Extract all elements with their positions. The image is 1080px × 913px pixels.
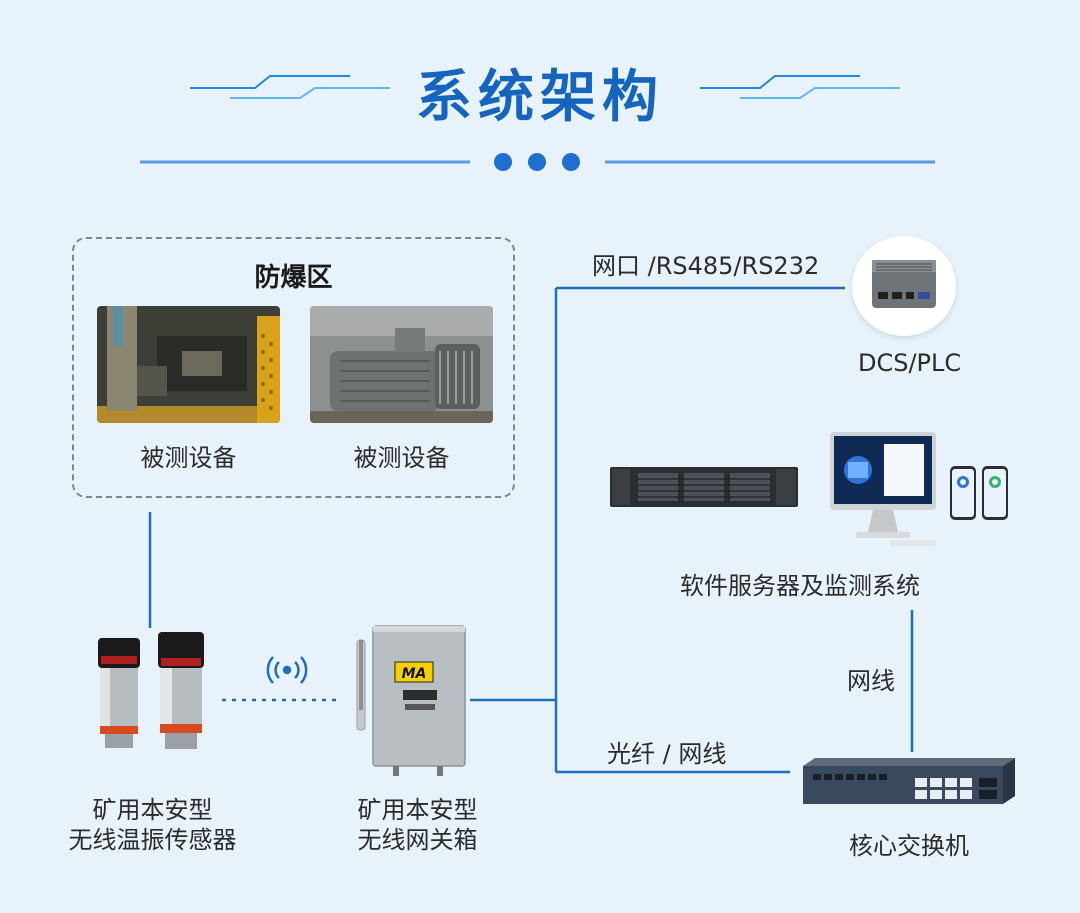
phone-image-2 <box>982 466 1008 520</box>
fiber-link-label: 光纤 / 网线 <box>607 740 727 768</box>
dcs-link-label: 网口 /RS485/RS232 <box>592 252 820 280</box>
sensor-label: 矿用本安型 无线温振传感器 <box>40 795 265 855</box>
server-label: 软件服务器及监测系统 <box>680 572 920 600</box>
header-decoration <box>140 75 935 164</box>
gateway-label-line1: 矿用本安型 <box>357 796 478 824</box>
wireless-signal-icon <box>266 656 308 684</box>
dcs-plc-device <box>852 236 956 336</box>
equipment-photo-1 <box>97 306 280 423</box>
equipment-label-2: 被测设备 <box>353 444 450 472</box>
explosion-proof-zone <box>72 237 515 498</box>
gateway-ma-badge: MA <box>401 666 427 682</box>
page-title: 系统架构 <box>416 65 664 130</box>
header-dot-2 <box>528 153 546 171</box>
header-dot-1 <box>494 153 512 171</box>
server-rack-image <box>610 463 800 511</box>
switch-label: 核心交换机 <box>849 832 969 860</box>
sensor-label-line2: 无线温振传感器 <box>68 826 237 854</box>
server-link-label: 网线 <box>847 667 895 695</box>
phone-image-1 <box>950 466 976 520</box>
monitor-image <box>828 432 938 550</box>
sensor-image <box>88 630 218 760</box>
zone-title: 防爆区 <box>254 263 333 293</box>
equipment-photo-2 <box>310 306 493 423</box>
dcs-plc-label: DCS/PLC <box>858 349 962 377</box>
gateway-label: 矿用本安型 无线网关箱 <box>330 795 505 855</box>
equipment-label-1: 被测设备 <box>140 444 237 472</box>
gateway-label-line2: 无线网关箱 <box>357 826 478 854</box>
header-dot-3 <box>562 153 580 171</box>
core-switch-image <box>803 752 1015 808</box>
sensor-label-line1: 矿用本安型 <box>92 796 213 824</box>
gateway-box-image <box>345 622 470 777</box>
